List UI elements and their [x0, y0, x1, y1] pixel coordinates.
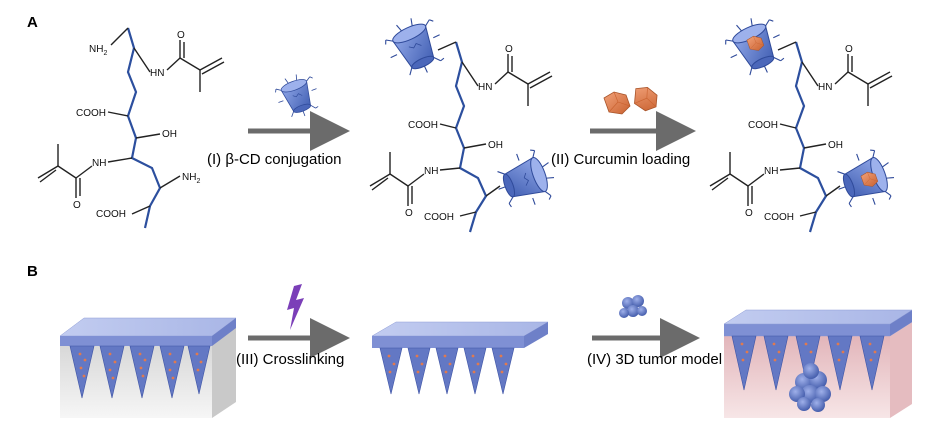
- cooh-label-6: COOH: [764, 212, 794, 223]
- polymer-curcumin-loaded: HN O COOH OH NH O COOH: [709, 9, 902, 233]
- tumor-spheroid-icon: [619, 295, 647, 318]
- o-label-4: O: [405, 208, 413, 219]
- hn-label-2: HN: [478, 82, 492, 93]
- o-label-1: O: [177, 30, 185, 41]
- oh-label-2: OH: [488, 140, 503, 151]
- step-1-label: (I) β-CD conjugation: [207, 151, 342, 168]
- cooh-label-5: COOH: [748, 120, 778, 131]
- panel-label-a: A: [27, 14, 38, 31]
- arrow-step-4: (IV) 3D tumor model: [587, 295, 722, 368]
- polymer-cd-conjugated: HN O COOH OH NH O COOH: [369, 9, 562, 233]
- lightning-icon: [287, 284, 304, 330]
- nh-label-2: NH: [424, 166, 438, 177]
- nh-label-3: NH: [764, 166, 778, 177]
- nh2-label-1: NH2: [89, 44, 107, 57]
- arrow-step-2: (II) Curcumin loading: [551, 82, 696, 168]
- nh2-label-2: NH2: [182, 172, 200, 185]
- patch-on-tumor-model: [723, 309, 913, 418]
- oh-label-3: OH: [828, 140, 843, 151]
- o-label-3: O: [505, 44, 513, 55]
- o-label-2: O: [73, 200, 81, 211]
- cooh-label-3: COOH: [408, 120, 438, 131]
- patch-in-mold: [59, 317, 237, 418]
- oh-label-1: OH: [162, 129, 177, 140]
- panel-label-b: B: [27, 263, 38, 280]
- cyclodextrin-icon: [271, 69, 325, 124]
- hn-label-3: HN: [818, 82, 832, 93]
- step-2-label: (II) Curcumin loading: [551, 151, 690, 168]
- cooh-label-1: COOH: [76, 108, 106, 119]
- o-label-5: O: [845, 44, 853, 55]
- hn-label-1: HN: [150, 68, 164, 79]
- patch-crosslinked: [371, 321, 549, 395]
- o-label-6: O: [745, 208, 753, 219]
- step-4-label: (IV) 3D tumor model: [587, 351, 722, 368]
- polymer-chitosan-methacrylate: NH2 HN O COOH OH NH O NH2 COOH: [37, 27, 225, 229]
- cooh-label-4: COOH: [424, 212, 454, 223]
- step-3-label: (III) Crosslinking: [236, 351, 344, 368]
- tumor-spheroid: [789, 363, 831, 412]
- arrow-step-1: (I) β-CD conjugation: [207, 69, 350, 168]
- cooh-label-2: COOH: [96, 209, 126, 220]
- nh-label-1: NH: [92, 158, 106, 169]
- curcumin-icon: [603, 82, 663, 115]
- arrow-step-3: (III) Crosslinking: [236, 284, 350, 368]
